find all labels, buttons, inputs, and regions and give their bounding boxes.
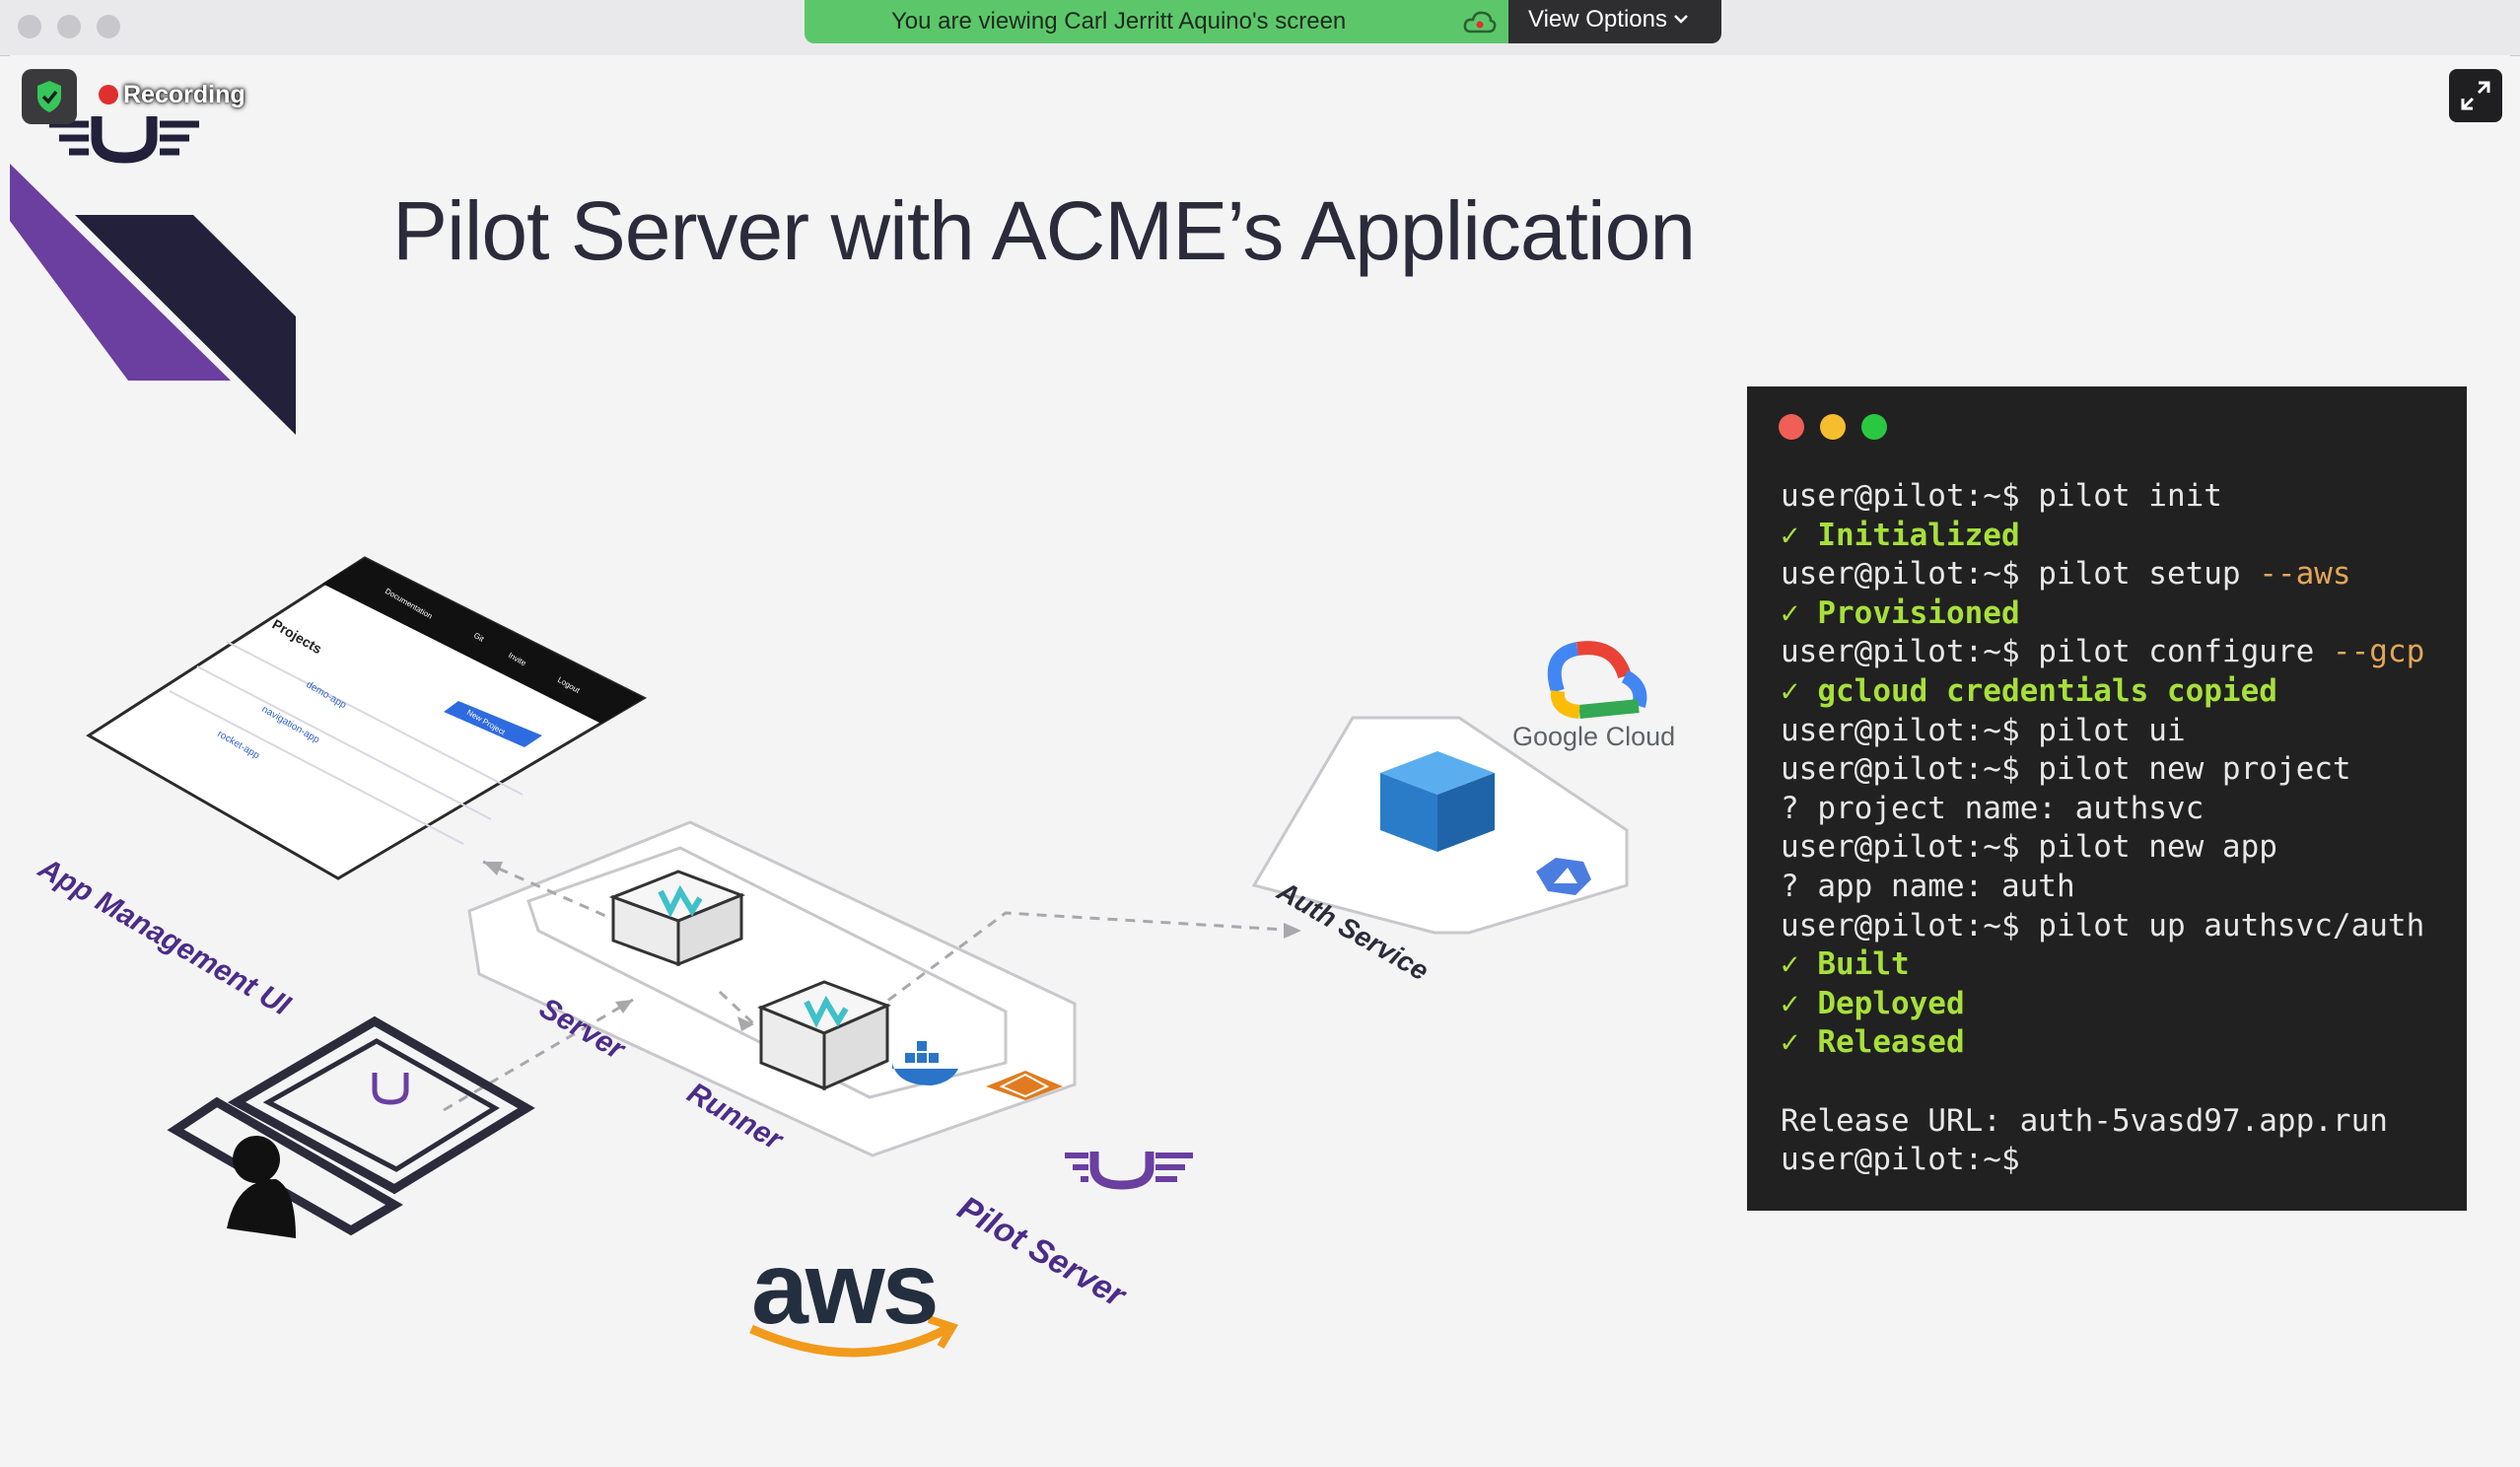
google-cloud-icon [1547, 641, 1647, 719]
terminal-prompt: user@pilot:~$ [1781, 1142, 2039, 1178]
aws-logo-icon [749, 1315, 958, 1358]
terminal-cmd: pilot init [2038, 478, 2222, 514]
app-management-ui-card: Projects demo-app navigation-app rocket-… [86, 556, 648, 880]
terminal-flag: --gcp [2332, 634, 2425, 670]
expand-icon [2461, 81, 2490, 110]
pilot-logo-icon [49, 116, 199, 164]
terminal-line: Release URL: auth-5vasd97.app.run [1781, 1102, 2424, 1142]
view-options-label: View Options [1528, 6, 1667, 33]
arrowhead [483, 862, 503, 875]
slide-title: Pilot Server with ACME’s Application [392, 184, 1696, 277]
recording-dot-icon [99, 85, 118, 105]
terminal-cmd: pilot new project [2038, 751, 2351, 788]
dashed-connectors [443, 860, 1302, 1112]
runner-cube [757, 980, 891, 1091]
terminal-prompt: user@pilot:~$ [1781, 751, 2039, 788]
terminal-line: user@pilot:~$ pilot ui [1781, 712, 2424, 751]
terminal-cmd: pilot new app [2038, 829, 2277, 866]
terminal-success: ✓ Released [1781, 1024, 1965, 1061]
user-workstation-icon [167, 1015, 535, 1238]
docker-whale-icon [892, 1041, 958, 1085]
terminal-success: ✓ Initialized [1781, 517, 2020, 553]
terminal-success: ✓ gcloud credentials copied [1781, 672, 2277, 709]
terminal-prompt: user@pilot:~$ [1781, 712, 2039, 748]
terminal-line: user@pilot:~$ [1781, 1141, 2424, 1180]
terminal-line: ✓ Built [1781, 945, 2424, 985]
terminal-prompt: user@pilot:~$ [1781, 478, 2039, 514]
terminal-line: user@pilot:~$ pilot new app [1781, 828, 2424, 868]
terminal-line: ? app name: auth [1781, 868, 2424, 907]
terminal-success: ✓ Provisioned [1781, 594, 2020, 631]
fullscreen-button[interactable] [2449, 69, 2502, 122]
window-close-button[interactable] [18, 15, 41, 38]
terminal-prompt: user@pilot:~$ [1781, 634, 2039, 670]
terminal-text: ? project name: authsvc [1781, 790, 2205, 826]
terminal-line: ✓ Initialized [1781, 517, 2424, 556]
terminal-line: user@pilot:~$ pilot setup --aws [1781, 555, 2424, 594]
terminal-prompt: user@pilot:~$ [1781, 907, 2039, 943]
terminal-prompt: user@pilot:~$ [1781, 556, 2039, 593]
screen-share-banner: You are viewing Carl Jerritt Aquino's sc… [805, 0, 1510, 43]
terminal-flag: --aws [2259, 556, 2351, 593]
share-banner-text: You are viewing Carl Jerritt Aquino's sc… [891, 8, 1347, 35]
slide-corner-decoration [10, 164, 296, 435]
arrowhead [1284, 923, 1301, 939]
shared-screen: Projects demo-app navigation-app rocket-… [10, 55, 2510, 1463]
terminal-line: user@pilot:~$ pilot configure --gcp [1781, 633, 2424, 672]
terminal-success: ✓ Deployed [1781, 985, 1965, 1021]
terminal-cmd: pilot configure [2038, 634, 2333, 670]
terminal-text: ? app name: auth [1781, 868, 2075, 904]
chevron-down-icon [1674, 15, 1688, 24]
pilot-server-platform [467, 820, 1077, 1157]
terminal-line: ✓ Provisioned [1781, 594, 2424, 634]
cloud-recording-icon [1463, 11, 1497, 34]
server-cube [608, 870, 746, 967]
aws-ec2-icon [986, 1071, 1063, 1100]
terminal-minimize-dot [1820, 414, 1846, 440]
architecture-diagram: Projects demo-app navigation-app rocket-… [10, 116, 1647, 1358]
terminal-line [1781, 1063, 2424, 1102]
arrowhead [737, 1016, 754, 1031]
terminal-success: ✓ Built [1781, 946, 1910, 983]
terminal-line: ? project name: authsvc [1781, 790, 2424, 829]
security-shield-button[interactable] [22, 69, 77, 124]
terminal-cmd: pilot ui [2038, 712, 2186, 748]
terminal-cmd: pilot setup [2038, 556, 2260, 593]
terminal-line: user@pilot:~$ pilot init [1781, 477, 2424, 517]
terminal-line: user@pilot:~$ pilot up authsvc/auth [1781, 907, 2424, 946]
terminal-text: Release URL: auth-5vasd97.app.run [1781, 1102, 2388, 1139]
terminal-line: user@pilot:~$ pilot new project [1781, 750, 2424, 790]
shield-check-icon [37, 81, 61, 112]
terminal-prompt: user@pilot:~$ [1781, 829, 2039, 866]
terminal-close-dot [1779, 414, 1804, 440]
view-options-button[interactable]: View Options [1508, 0, 1721, 43]
auth-service-platform [1251, 716, 1629, 935]
window-minimize-button[interactable] [57, 15, 81, 38]
terminal-line: ✓ Deployed [1781, 985, 2424, 1024]
terminal-cmd: pilot up authsvc/auth [2038, 907, 2425, 943]
aws-logo-text: aws [751, 1231, 940, 1346]
recording-label: Recording [123, 81, 245, 108]
terminal-line: ✓ gcloud credentials copied [1781, 672, 2424, 712]
arrowhead [615, 1000, 633, 1013]
terminal-zoom-dot [1861, 414, 1887, 440]
google-cloud-logo-text: Google Cloud [1512, 722, 1676, 751]
pilot-server-logo-icon [1065, 1152, 1193, 1190]
window-zoom-button[interactable] [97, 15, 120, 38]
terminal-line: ✓ Released [1781, 1023, 2424, 1063]
